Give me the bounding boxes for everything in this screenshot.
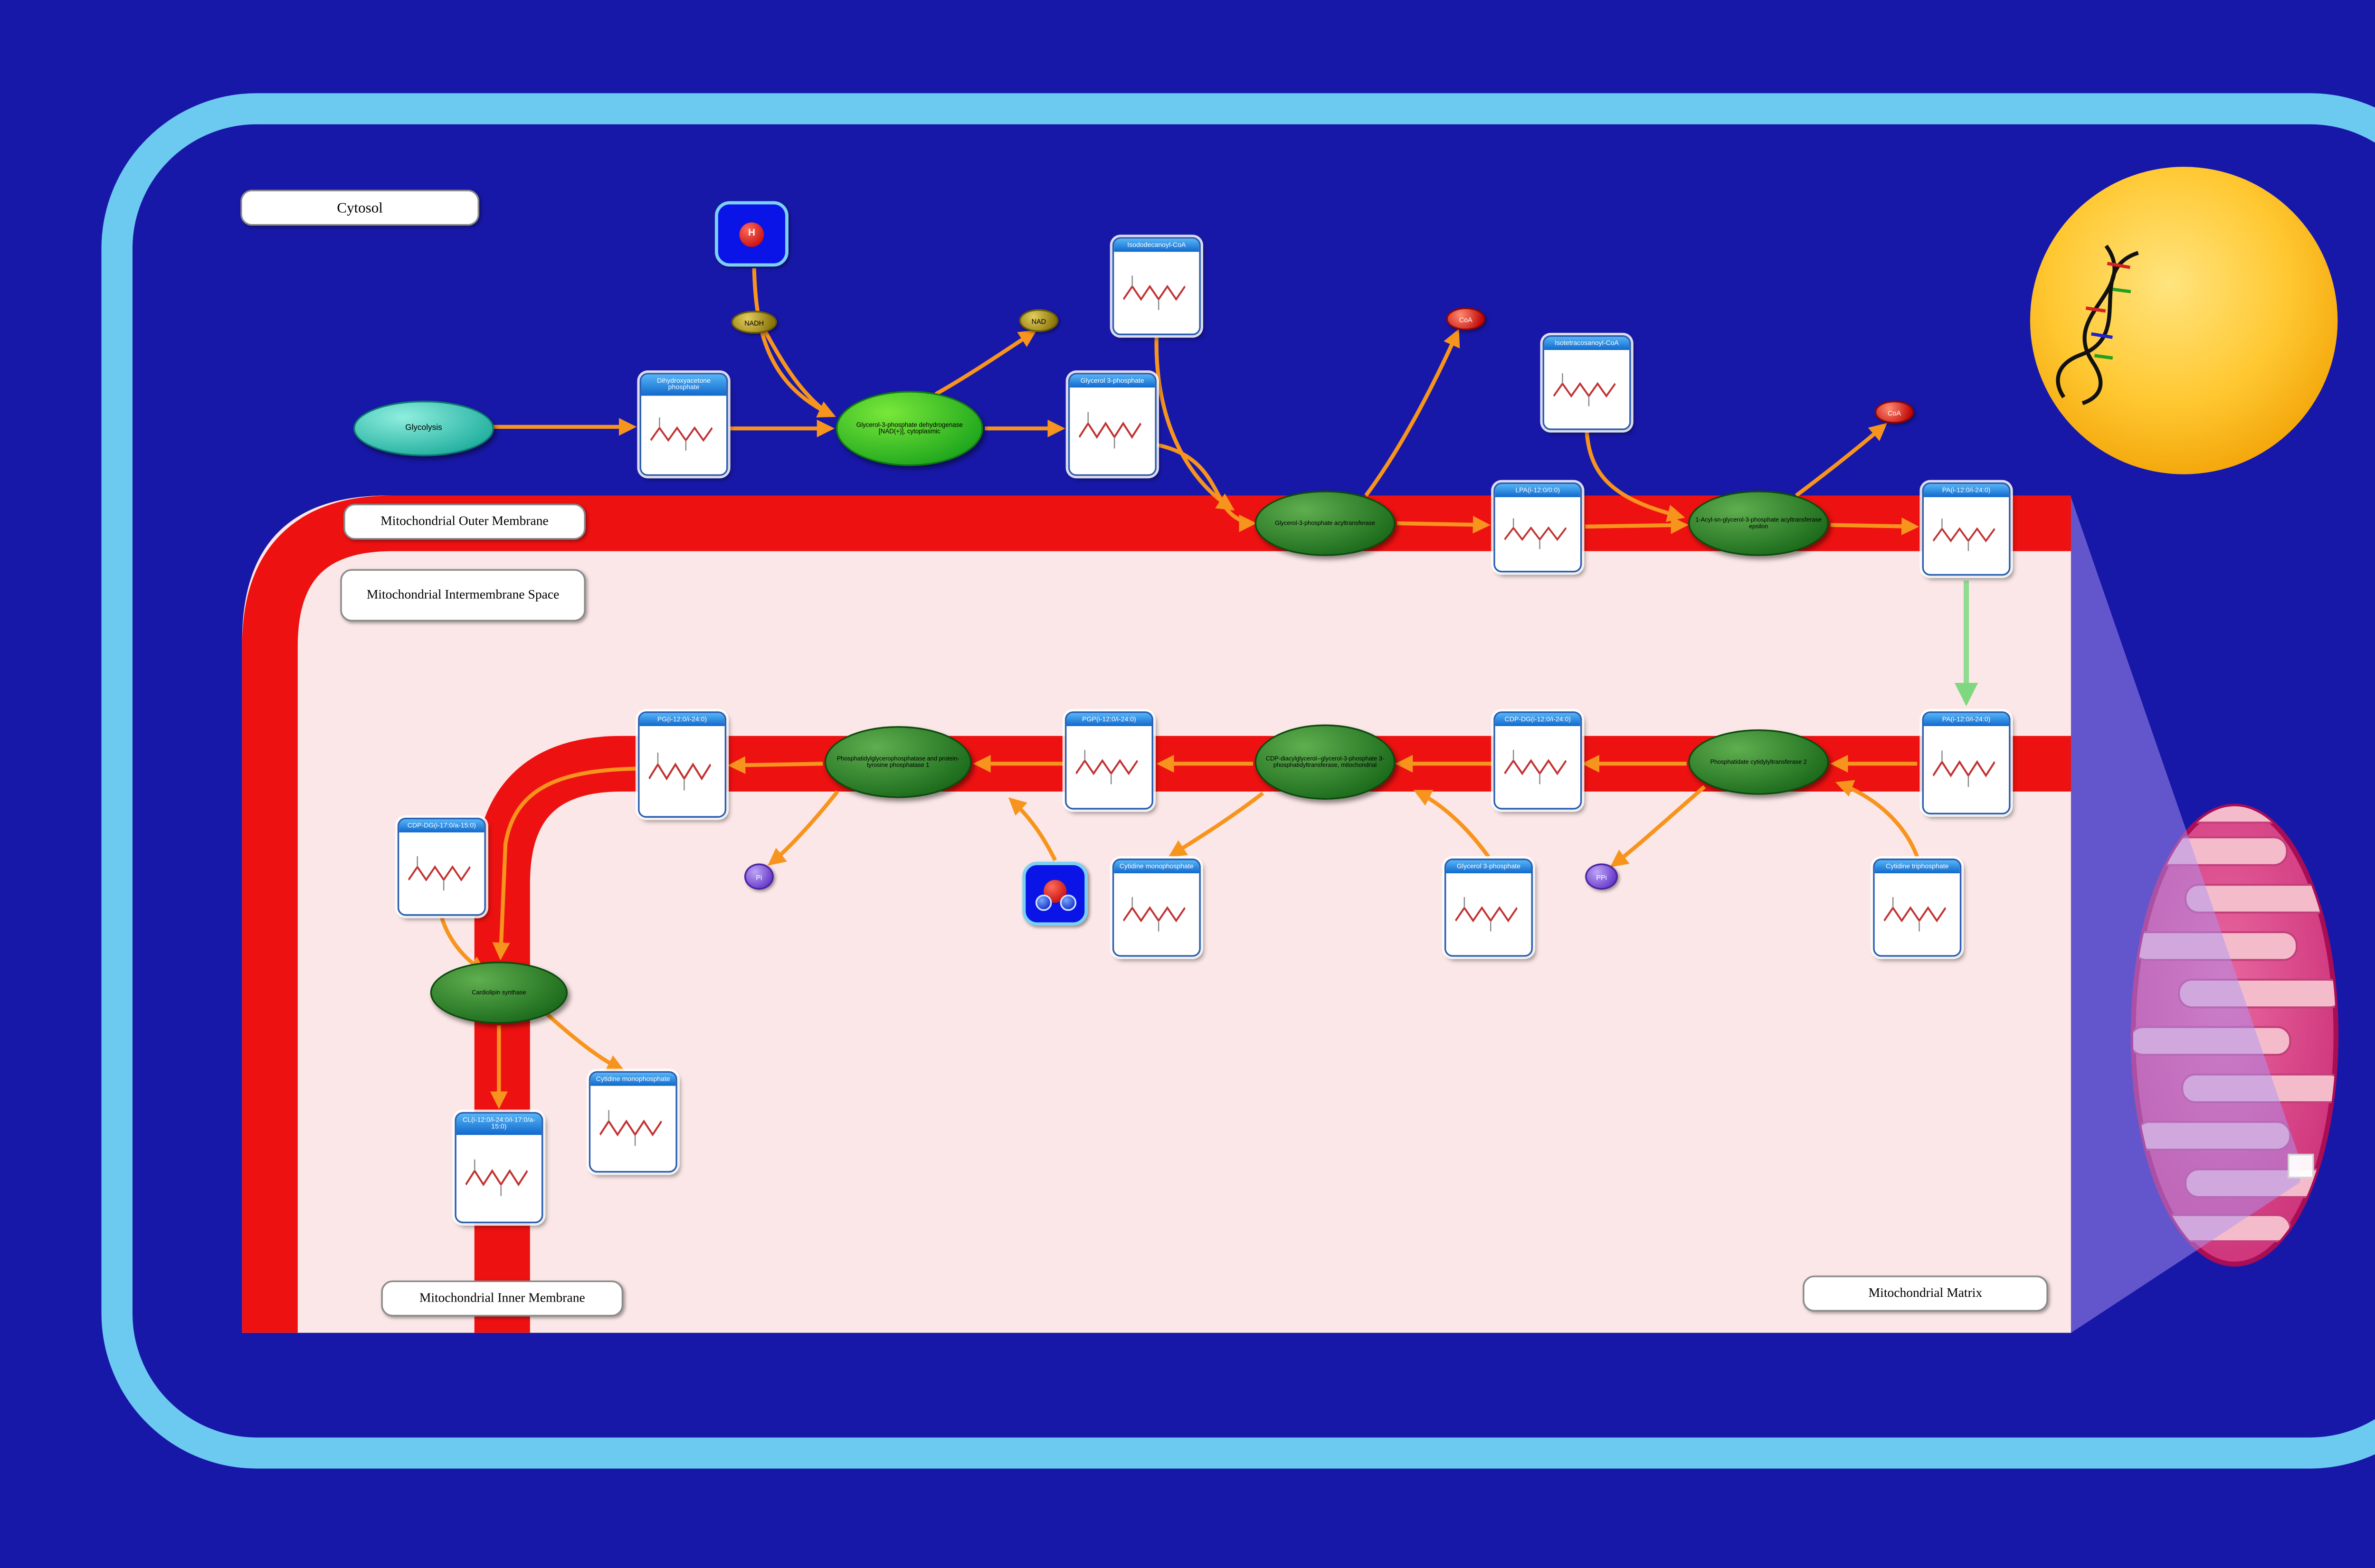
metabolite-label: PG(i-12:0/i-24:0)	[639, 713, 725, 726]
metabolite-label: CL(i-12:0/i-24:0/i-17:0/a-15:0)	[456, 1114, 542, 1134]
metabolite-cdp-dg-1715[interactable]: CDP-DG(i-17:0/a-15:0)	[397, 817, 486, 916]
metabolite-isotetracosanoyl-coa[interactable]: Isotetracosanoyl-CoA	[1542, 335, 1631, 430]
metabolite-cmp-mid[interactable]: Cytidine monophosphate	[1112, 859, 1201, 957]
molecule-structure	[1446, 873, 1531, 955]
molecule-structure	[399, 832, 484, 915]
metabolite-label: Cytidine triphosphate	[1874, 860, 1960, 873]
molecule-structure	[1924, 726, 2009, 813]
metabolite-cdp-dg-1224[interactable]: CDP-DG(i-12:0/i-24:0)	[1493, 711, 1582, 810]
molecule-structure	[456, 1134, 542, 1222]
label-matrix: Mitochondrial Matrix	[1803, 1275, 2048, 1312]
cofactor-coa-1[interactable]: CoA	[1446, 307, 1486, 331]
molecule-structure	[1495, 726, 1580, 808]
label-outer-membrane: Mitochondrial Outer Membrane	[343, 503, 586, 540]
molecule-structure	[1495, 497, 1580, 571]
metabolite-label: PA(i-12:0/i-24:0)	[1924, 713, 2009, 726]
metabolite-g3p-cytosol[interactable]: Glycerol 3-phosphate	[1068, 373, 1157, 476]
enzyme-cardiolipin-synthase[interactable]: Cardiolipin synthase	[430, 962, 568, 1024]
metabolite-pa-outer[interactable]: PA(i-12:0/i-24:0)	[1922, 482, 2011, 576]
cofactor-pi[interactable]: Pi	[744, 863, 774, 890]
molecule-structure	[639, 726, 725, 816]
metabolite-ctp[interactable]: Cytidine triphosphate	[1873, 859, 1962, 957]
metabolite-lpa[interactable]: LPA(i-12:0/0:0)	[1493, 482, 1582, 573]
hydrogen-ion-icon[interactable]: H	[714, 201, 788, 267]
label-cytosol: Cytosol	[240, 189, 480, 226]
metabolite-label: PA(i-12:0/i-24:0)	[1924, 484, 2009, 497]
metabolite-cardiolipin[interactable]: CL(i-12:0/i-24:0/i-17:0/a-15:0)	[455, 1112, 543, 1224]
zoom-region-indicator	[2288, 1153, 2314, 1179]
cofactor-ppi[interactable]: PPi	[1585, 863, 1618, 890]
molecule-structure	[590, 1086, 676, 1171]
hydrogen-ion-label: H	[739, 221, 764, 246]
metabolite-label: Isotetracosanoyl-CoA	[1544, 337, 1630, 350]
cofactor-coa-2[interactable]: CoA	[1874, 400, 1914, 424]
cofactor-nadh[interactable]: NADH	[731, 311, 777, 334]
molecule-structure	[1114, 251, 1199, 334]
enzyme-gpd-cytoplasmic[interactable]: Glycerol-3-phosphate dehydrogenase [NAD(…	[836, 391, 983, 466]
metabolite-dhap[interactable]: Dihydroxyacetone phosphate	[639, 373, 728, 476]
water-molecule-graphic	[1035, 876, 1077, 912]
metabolite-pg[interactable]: PG(i-12:0/i-24:0)	[638, 711, 727, 818]
hydrogen-atom	[1060, 894, 1077, 910]
enzyme-pgs1[interactable]: CDP-diacylglycerol--glycerol-3-phosphate…	[1254, 724, 1396, 800]
metabolite-label: Dihydroxyacetone phosphate	[641, 374, 727, 396]
enzyme-pcyt2[interactable]: Phosphatidate cytidylyltransferase 2	[1688, 729, 1829, 795]
cell-membrane-outline	[101, 93, 2375, 1469]
label-intermembrane-space: Mitochondrial Intermembrane Space	[340, 569, 586, 622]
metabolite-pa-inner[interactable]: PA(i-12:0/i-24:0)	[1922, 711, 2011, 815]
metabolite-label: Cytidine monophosphate	[590, 1073, 676, 1086]
enzyme-ptpmt1[interactable]: Phosphatidylglycerophosphatase and prote…	[824, 726, 972, 798]
metabolite-label: CDP-DG(i-17:0/a-15:0)	[399, 819, 484, 832]
molecule-structure	[1924, 497, 2009, 574]
molecule-structure	[1874, 873, 1960, 955]
metabolite-isododecanoyl-coa[interactable]: Isododecanoyl-CoA	[1112, 237, 1201, 335]
molecule-structure	[1544, 349, 1630, 429]
cofactor-nad[interactable]: NAD	[1019, 309, 1059, 332]
molecule-structure	[1066, 726, 1152, 808]
metabolite-label: Glycerol 3-phosphate	[1070, 374, 1155, 387]
dna-double-helix-icon	[2056, 245, 2139, 406]
metabolite-pgp[interactable]: PGP(i-12:0/i-24:0)	[1064, 711, 1153, 810]
metabolite-label: Cytidine monophosphate	[1114, 860, 1199, 873]
metabolite-cmp-low[interactable]: Cytidine monophosphate	[589, 1071, 677, 1173]
metabolite-label: PGP(i-12:0/i-24:0)	[1066, 713, 1152, 726]
metabolite-label: Isododecanoyl-CoA	[1114, 238, 1199, 252]
metabolite-label: LPA(i-12:0/0:0)	[1495, 484, 1580, 497]
enzyme-gpat[interactable]: Glycerol-3-phosphate acyltransferase	[1254, 491, 1396, 556]
molecule-structure	[641, 395, 727, 474]
metabolite-g3p-matrix[interactable]: Glycerol 3-phosphate	[1444, 859, 1533, 957]
molecule-structure	[1114, 873, 1199, 955]
zoom-wedge	[2071, 497, 2300, 1333]
node-glycolysis[interactable]: Glycolysis	[353, 400, 494, 456]
molecule-structure	[1070, 387, 1155, 474]
metabolite-label: Glycerol 3-phosphate	[1446, 860, 1531, 873]
label-inner-membrane: Mitochondrial Inner Membrane	[381, 1280, 624, 1317]
enzyme-agpat-epsilon[interactable]: 1-Acyl-sn-glycerol-3-phosphate acyltrans…	[1688, 491, 1829, 556]
metabolite-label: CDP-DG(i-12:0/i-24:0)	[1495, 713, 1580, 726]
water-molecule-icon[interactable]	[1022, 861, 1088, 926]
hydrogen-atom	[1035, 894, 1052, 910]
nucleus-graphic	[2030, 167, 2338, 474]
reaction-arrows	[439, 268, 1919, 1109]
